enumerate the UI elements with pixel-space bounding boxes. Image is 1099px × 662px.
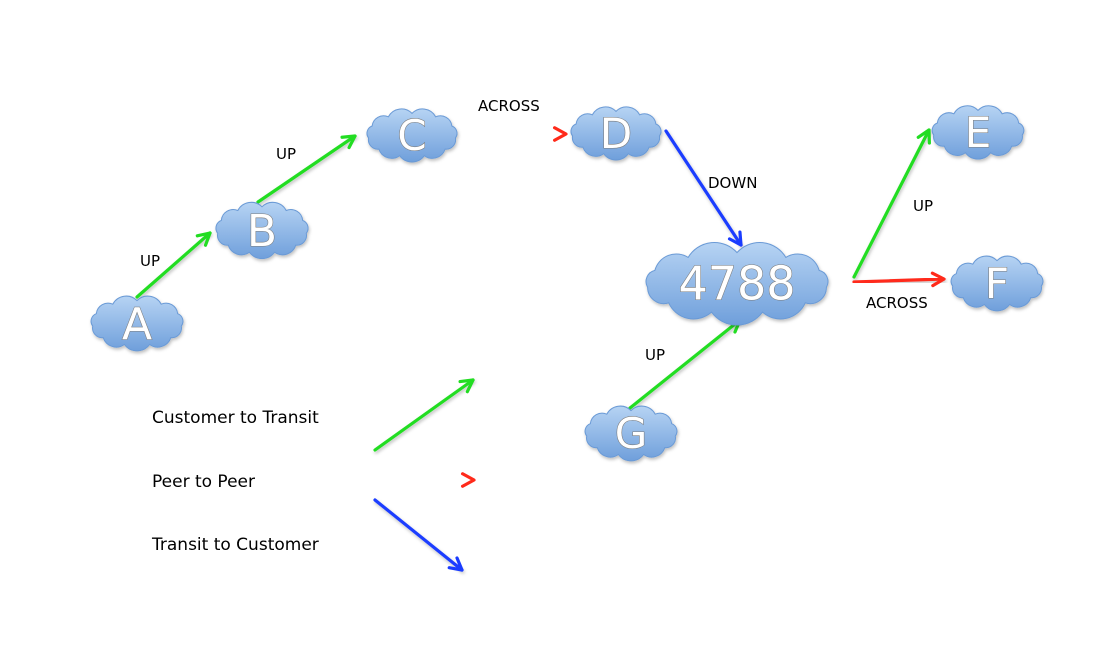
edge-B-to-C: UP <box>256 134 357 204</box>
edge-label: UP <box>913 197 933 215</box>
arrow-head <box>727 230 743 247</box>
cloud-icon <box>645 242 829 326</box>
arrow-shaft <box>852 277 946 284</box>
cloud-icon <box>570 106 662 161</box>
up-arrow <box>256 134 357 204</box>
node-label: D <box>600 109 632 158</box>
legend-item-across: Peer to Peer <box>152 472 476 492</box>
arrow-head <box>447 556 464 572</box>
cloud-icon <box>90 295 184 352</box>
edge-label: UP <box>276 145 296 163</box>
node-label: F <box>985 259 1009 308</box>
node-G: G <box>584 405 678 462</box>
edge-G-to-4788: UP <box>628 318 742 410</box>
arrow-shaft <box>664 129 743 247</box>
edge-A-to-B: UP <box>135 231 212 299</box>
node-E: E <box>931 105 1025 160</box>
edge-label: UP <box>140 252 160 270</box>
nodes: A B C D E F G 4788 <box>90 105 1044 462</box>
arrow-shaft <box>373 378 475 452</box>
edge-D-to-4788: DOWN <box>664 129 757 247</box>
node-label: 4788 <box>678 257 795 311</box>
edge-label: DOWN <box>708 174 757 192</box>
across-arrow <box>852 271 946 288</box>
edge-4788-to-F: ACROSS <box>852 271 946 312</box>
up-arrow <box>628 318 742 410</box>
arrow-head <box>340 134 357 150</box>
edge-C-to-D: ACROSS <box>461 97 568 142</box>
cloud-icon <box>584 405 678 462</box>
arrow-head <box>916 128 931 145</box>
node-label: E <box>965 108 992 157</box>
node-A: A <box>90 295 184 352</box>
up-arrow <box>852 128 931 279</box>
legend-up-arrow <box>373 378 475 452</box>
edge-label: ACROSS <box>478 97 540 115</box>
arrow-head <box>930 271 946 288</box>
arrow-shaft <box>628 318 742 410</box>
cloud-icon <box>931 105 1025 160</box>
legend-across-arrow <box>373 472 476 488</box>
node-C: C <box>366 108 458 163</box>
node-label: C <box>397 111 426 160</box>
node-label: G <box>615 409 648 458</box>
down-arrow <box>664 129 743 247</box>
edge-4788-to-E: UP <box>852 128 933 279</box>
arrow-head <box>460 472 476 488</box>
legend-down-arrow <box>373 498 464 572</box>
legend-label: Transit to Customer <box>151 535 319 555</box>
arrow-shaft <box>135 231 212 299</box>
node-4788: 4788 <box>645 242 829 326</box>
cloud-icon <box>950 255 1044 312</box>
legend-item-up: Customer to Transit <box>152 378 475 452</box>
node-label: A <box>122 299 152 350</box>
arrow-shaft <box>256 134 357 204</box>
legend-label: Customer to Transit <box>152 408 319 428</box>
arrow-head <box>195 231 212 247</box>
cloud-icon <box>215 201 309 260</box>
cloud-icon <box>366 108 458 163</box>
node-D: D <box>570 106 662 161</box>
legend-label: Peer to Peer <box>152 472 255 492</box>
node-label: B <box>247 206 277 257</box>
legend-item-down: Transit to Customer <box>151 498 464 572</box>
edge-label: UP <box>645 346 665 364</box>
node-B: B <box>215 201 309 260</box>
node-F: F <box>950 255 1044 312</box>
arrow-head <box>458 378 475 394</box>
arrow-shaft <box>852 128 931 279</box>
up-arrow <box>135 231 212 299</box>
across-arrow <box>461 126 568 142</box>
arrow-head <box>552 126 568 142</box>
arrow-shaft <box>373 498 464 572</box>
edge-label: ACROSS <box>866 294 928 312</box>
edges: UP UP ACROSS DOWN UP ACROSS UP <box>135 97 946 410</box>
